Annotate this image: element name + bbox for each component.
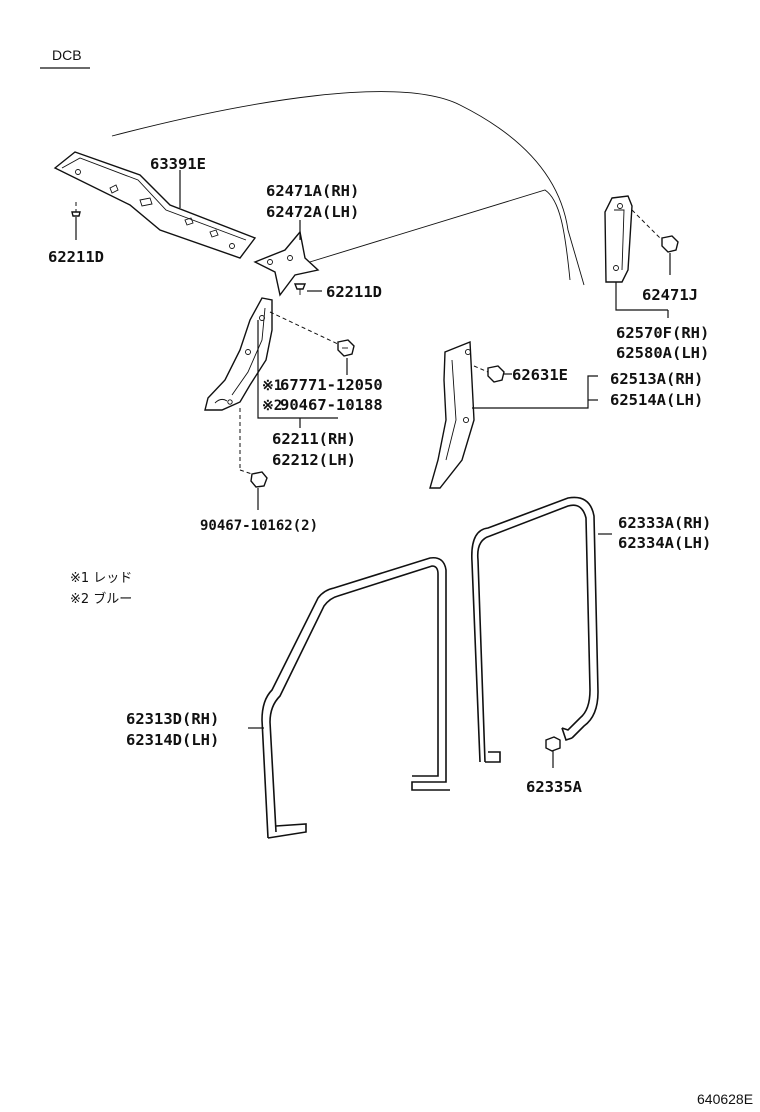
label-62514a: 62514A(LH) [610, 391, 703, 409]
plug-62335a [545, 736, 561, 752]
note-1: ※1 レッド [70, 571, 132, 586]
clip-62211d-middle [293, 283, 307, 295]
dashed-pillar-clip [269, 311, 341, 346]
label-62314d: 62314D(LH) [126, 731, 219, 749]
label-62570f: 62570F(RH) [616, 324, 709, 342]
label-90467-10162: 90467-10162(2) [200, 518, 318, 534]
roof-header-trim [53, 151, 257, 259]
label-62472a: 62472A(LH) [266, 203, 359, 221]
bracket-62570f [615, 282, 668, 311]
clip-62471j [661, 235, 679, 253]
label-62335a: 62335A [526, 778, 583, 796]
illustration-code: 640628E [697, 1091, 753, 1107]
clip-62211d-left [71, 202, 81, 217]
label-62513a: 62513A(RH) [610, 370, 703, 388]
corner-trim-piece [253, 230, 320, 297]
roof-outline [111, 91, 585, 286]
label-62334a: 62334A(LH) [618, 534, 711, 552]
center-pillar-garnish [429, 340, 475, 489]
label-63391e: 63391E [150, 155, 206, 173]
label-62580a: 62580A(LH) [616, 344, 709, 362]
label-62471j: 62471J [642, 286, 698, 304]
front-pillar-garnish [204, 297, 273, 411]
label-62313d: 62313D(RH) [126, 710, 219, 728]
roof-edge-line [299, 189, 571, 281]
label-62211d-left: 62211D [48, 248, 104, 266]
note-2: ※2 ブルー [70, 591, 132, 607]
mark-2: ※2 [262, 398, 282, 414]
clip-67771 [337, 339, 355, 357]
front-door-weatherstrip [261, 556, 450, 839]
label-62333a: 62333A(RH) [618, 514, 711, 532]
dashed-rear-clip [631, 209, 663, 241]
label-62212: 62212(LH) [272, 451, 356, 469]
label-62211: 62211(RH) [272, 430, 356, 448]
bracket-62513a [472, 375, 598, 409]
label-62631e: 62631E [512, 366, 568, 384]
label-62211d-middle: 62211D [326, 283, 382, 301]
mark-1: ※1 [262, 378, 282, 394]
bracket-62211 [257, 320, 338, 419]
label-67771: 67771-12050 [280, 376, 383, 394]
clip-90467-10162 [250, 471, 268, 488]
diagram-code: DCB [52, 47, 82, 63]
label-90467-10188: 90467-10188 [280, 396, 383, 414]
label-62471a: 62471A(RH) [266, 182, 359, 200]
clip-62631e [487, 365, 505, 383]
rear-door-weatherstrip [471, 496, 599, 763]
rear-pillar-garnish [604, 195, 633, 283]
